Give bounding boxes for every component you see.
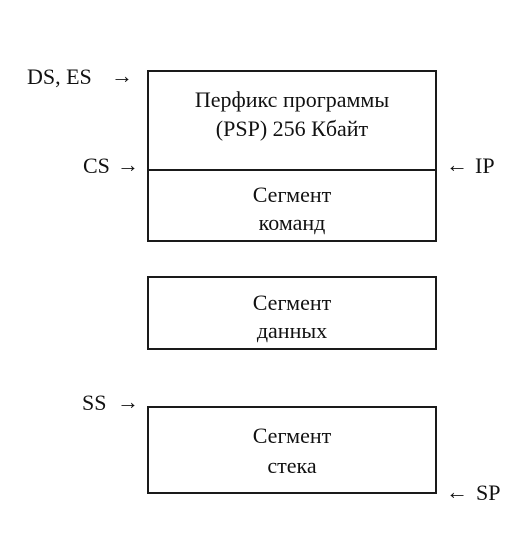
data-segment-block (147, 276, 437, 350)
cs-arrow-icon: → (117, 152, 139, 177)
stack-segment-block (147, 406, 437, 494)
psp-code-divider (147, 169, 437, 171)
psp-code-block (147, 70, 437, 242)
data-segment-label-line2: данных (256, 318, 328, 343)
psp-label-line1: Перфикс программы (194, 87, 390, 112)
code-segment-label-line1: Сегмент (252, 182, 332, 207)
cs-pointer-label: CS (83, 153, 110, 178)
ds-es-pointer-label: DS, ES (27, 64, 92, 89)
ip-arrow-icon: ← (446, 152, 468, 177)
data-segment-label-line1: Сегмент (252, 290, 332, 315)
sp-pointer-label: SP (476, 480, 501, 505)
ss-arrow-icon: → (117, 389, 139, 414)
ds-es-arrow-icon: → (111, 63, 133, 88)
sp-arrow-icon: ← (446, 479, 468, 504)
psp-label-line2: (PSP) 256 Кбайт (215, 116, 369, 141)
stack-segment-label-line2: стека (267, 453, 317, 478)
stack-segment-label-line1: Сегмент (252, 423, 332, 448)
ss-pointer-label: SS (82, 390, 107, 415)
ip-pointer-label: IP (475, 153, 495, 178)
code-segment-label-line2: команд (258, 210, 326, 235)
